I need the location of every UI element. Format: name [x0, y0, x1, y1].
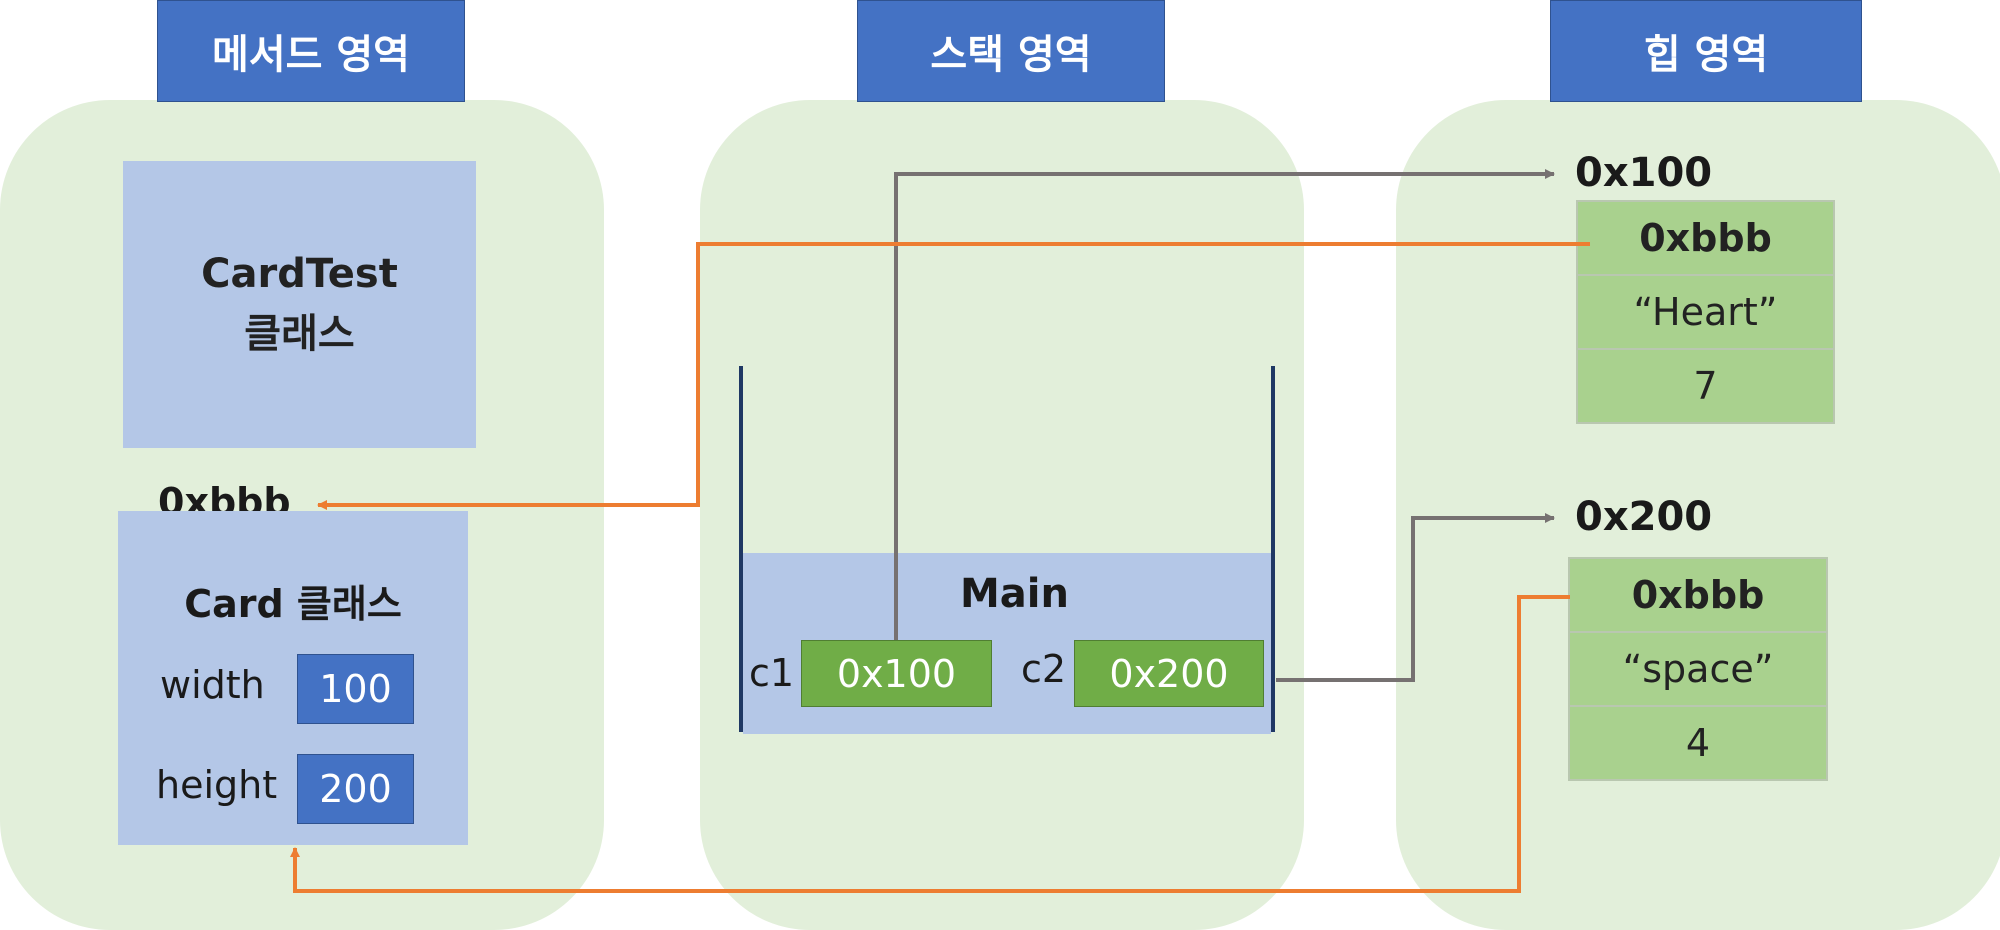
- field-name-width: width: [160, 663, 265, 707]
- heap-area-title: 힙 영역: [1643, 32, 1769, 78]
- method-area-header: 메서드 영역: [157, 0, 465, 102]
- arrow-heap-0x200-to-card-class: [290, 595, 1570, 893]
- stack-left-wall: [739, 366, 743, 732]
- main-frame-title: Main: [960, 571, 1069, 617]
- card-class-box: Card 클래스 width 100 height 200: [118, 511, 468, 845]
- stack-var-c2-value: 0x200: [1074, 640, 1264, 707]
- cardtest-class-suffix: 클래스: [244, 310, 355, 357]
- arrow-heap-0x100-to-card-class: [317, 242, 1590, 510]
- main-stack-frame: Main c1 0x100 c2 0x200: [743, 553, 1271, 734]
- card-class-title: Card 클래스: [184, 582, 402, 626]
- method-area-title: 메서드 영역: [212, 32, 410, 78]
- stack-var-c1-name: c1: [749, 651, 795, 695]
- heap-object-2-address: 0x200: [1575, 494, 1713, 540]
- field-value-width: 100: [297, 654, 414, 724]
- cardtest-class-box: CardTest 클래스: [123, 161, 476, 448]
- heap-object-1-suit: “Heart”: [1576, 274, 1835, 350]
- heap-object-1-address: 0x100: [1575, 150, 1713, 196]
- heap-object-1-number: 7: [1576, 348, 1835, 424]
- stack-area-region: [700, 100, 1304, 930]
- heap-area-header: 힙 영역: [1550, 0, 1862, 102]
- stack-var-c2-name: c2: [1021, 647, 1067, 691]
- cardtest-class-name: CardTest: [201, 250, 398, 297]
- field-value-height: 200: [297, 754, 414, 824]
- stack-var-c1-value: 0x100: [801, 640, 992, 707]
- field-name-height: height: [156, 763, 278, 807]
- stack-area-title: 스택 영역: [930, 32, 1092, 78]
- heap-object-2-suit: “space”: [1568, 631, 1828, 707]
- arrow-c2-to-heap-0x200: [1276, 513, 1555, 682]
- heap-object-2-number: 4: [1568, 705, 1828, 781]
- heap-object-1-ref: 0xbbb: [1576, 200, 1835, 276]
- stack-right-wall: [1271, 366, 1275, 732]
- stack-area-header: 스택 영역: [857, 0, 1165, 102]
- arrow-c1-to-heap-0x100: [894, 169, 1555, 640]
